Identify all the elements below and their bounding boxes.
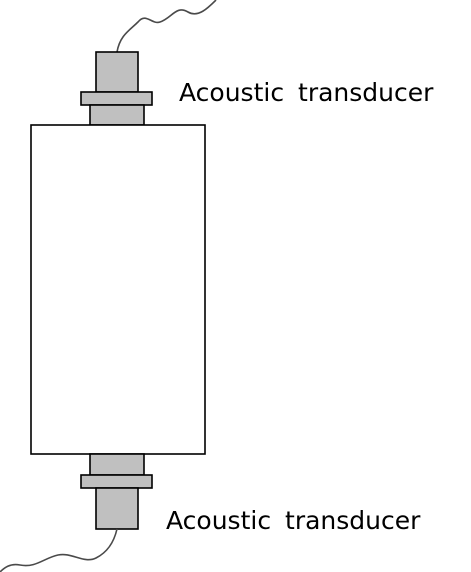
top-transducer-body: [95, 51, 139, 93]
bottom-transducer-neck: [89, 453, 145, 476]
bottom-transducer-label: Acoustic transducer: [166, 506, 421, 535]
bottom-acoustic-transducer: [80, 453, 153, 530]
bottom-transducer-body: [95, 487, 139, 530]
top-transducer-flange: [80, 91, 153, 106]
top-acoustic-transducer: [80, 51, 153, 126]
bottom-cable: [0, 528, 118, 572]
bottom-transducer-flange: [80, 474, 153, 489]
top-transducer-label: Acoustic transducer: [179, 78, 434, 107]
vessel-body: [30, 124, 206, 455]
top-cable: [116, 0, 217, 53]
top-transducer-neck: [89, 104, 145, 126]
